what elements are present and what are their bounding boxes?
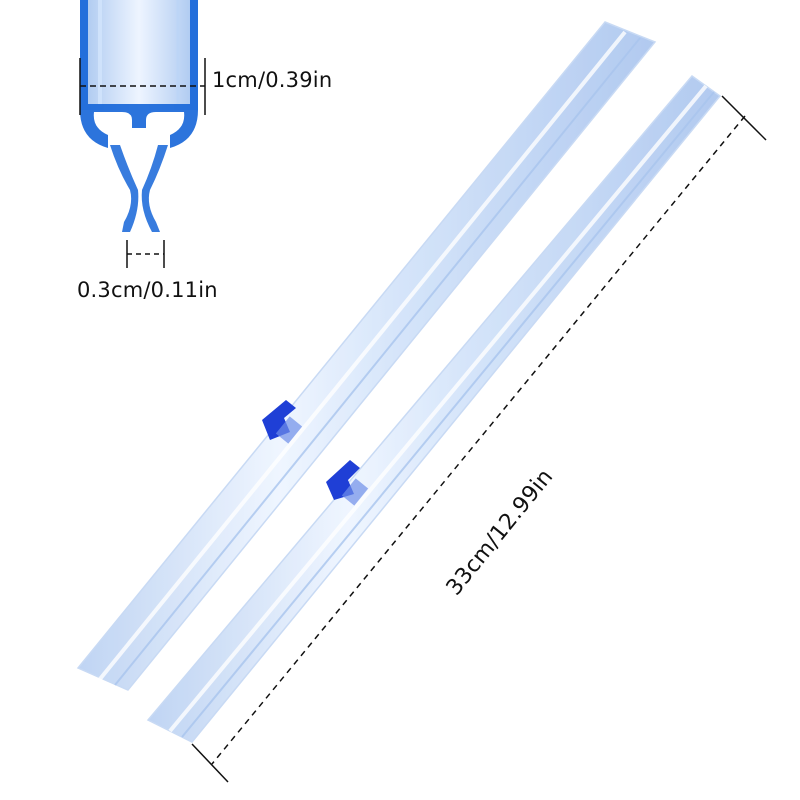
width-label: 1cm/0.39in [212,68,333,92]
seal-flap-right [141,145,168,232]
gap-label: 0.3cm/0.11in [77,278,218,302]
cross-section-view [79,0,206,268]
seal-strip-1 [76,21,657,691]
tube-body [80,0,198,110]
clip-icon [326,460,369,506]
clip-icon [262,400,303,444]
seal-profile [80,0,198,148]
seal-flap-left [110,145,139,232]
seal-strip-2 [146,74,722,743]
length-dimension [191,95,767,783]
